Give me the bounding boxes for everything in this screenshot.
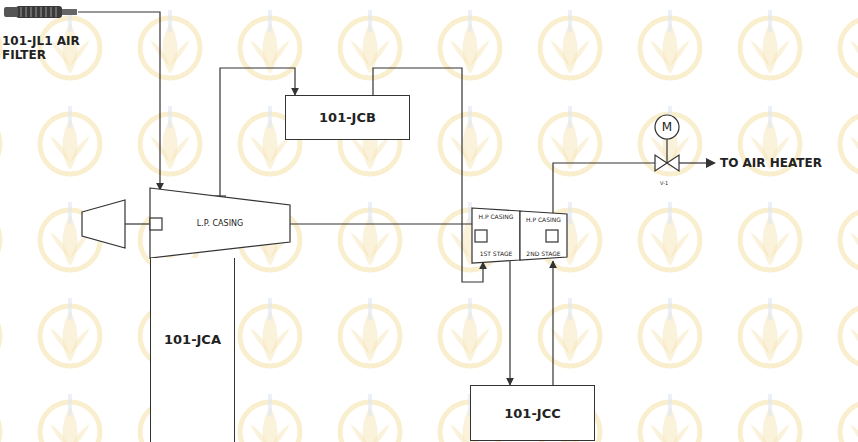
valve-stem	[666, 139, 667, 163]
filter-rib	[46, 7, 47, 17]
filter-rib	[21, 7, 22, 17]
compressor-stage: H.P CASING 1ST STAGE	[472, 208, 520, 263]
nozzle-square	[546, 230, 558, 242]
equipment-label: 101-JCA	[164, 332, 221, 347]
filter-end	[4, 7, 18, 17]
equipment-label: 101-JL1 AIR FILTER	[2, 34, 86, 62]
casing-outline	[520, 211, 567, 260]
filter-rib	[31, 7, 32, 17]
equipment-box: 101-JCB	[285, 95, 410, 140]
filter-body	[16, 6, 62, 18]
equipment-box: 101-JCC	[470, 385, 595, 441]
casing-outline	[472, 208, 520, 263]
destination-label: TO AIR HEATER	[720, 156, 822, 170]
filter-neck	[62, 9, 77, 15]
equipment-label: 101-JCC	[504, 406, 560, 421]
pipe-connector	[290, 223, 472, 224]
pipe-connector	[220, 68, 295, 197]
equipment-label: 101-JCB	[319, 110, 376, 125]
equipment-label: 1ST STAGE	[480, 250, 513, 257]
filter-rib	[26, 7, 27, 17]
outlet-line	[679, 162, 706, 163]
outlet-arrowhead	[706, 158, 716, 168]
compressor-casing: L.P. CASING	[150, 188, 290, 258]
equipment-label: 2ND STAGE	[526, 250, 560, 257]
nozzle-square	[475, 230, 487, 242]
equipment-label: H.P CASING	[479, 213, 514, 220]
equipment-label: H.P CASING	[526, 216, 561, 223]
filter-rib	[51, 7, 52, 17]
valve-tag: V-1	[660, 180, 668, 186]
filter-rib	[36, 7, 37, 17]
pipe-connector	[509, 261, 510, 385]
valve-symbol	[655, 155, 667, 171]
filter-icon	[2, 4, 78, 20]
shaft-line	[125, 223, 150, 224]
compressor-stage: H.P CASING 2ND STAGE	[520, 208, 567, 263]
air-filter: 101-JL1 AIR FILTER	[2, 4, 94, 66]
pipe-connector	[78, 12, 160, 190]
driver-casing	[82, 200, 125, 248]
filter-rib	[41, 7, 42, 17]
motor-actuator: M	[655, 115, 679, 139]
equipment-label: L.P. CASING	[197, 219, 243, 228]
pipe-connector	[552, 261, 553, 385]
casing-outline	[150, 188, 290, 258]
nozzle-square	[150, 218, 162, 230]
filter-rib	[56, 7, 57, 17]
actuator-circle	[655, 115, 679, 139]
discharge-line	[553, 163, 655, 213]
valve-symbol	[667, 155, 679, 171]
compressor-body: 101-JCA	[150, 258, 235, 442]
equipment-label: M	[662, 120, 672, 134]
